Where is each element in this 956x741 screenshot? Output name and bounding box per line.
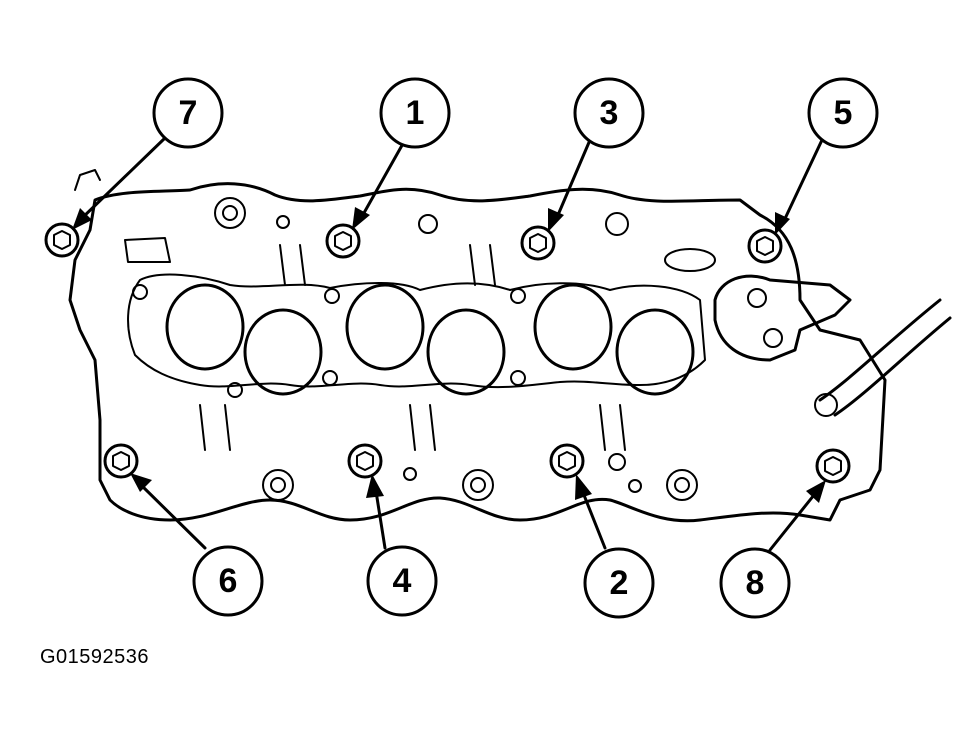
arrowhead-4: [366, 474, 384, 498]
arrowhead-2: [575, 474, 592, 500]
vacuum-hose: [818, 298, 952, 417]
upper-boss: [214, 197, 246, 229]
bolt-8: [815, 448, 851, 484]
flange-hole: [510, 288, 526, 304]
callout-label: 5: [834, 94, 853, 132]
flange-hole: [227, 382, 243, 398]
callout-1: 1: [379, 77, 451, 149]
upper-boss: [605, 212, 629, 236]
sensor-screw: [747, 288, 767, 308]
flange-hole: [322, 370, 338, 386]
bracket-hook: [74, 169, 101, 191]
bolt-2: [549, 443, 585, 479]
callout-4: 4: [366, 545, 438, 617]
bolt-4: [347, 443, 383, 479]
lower-boss-screw: [270, 477, 286, 493]
flange-hole: [132, 284, 148, 300]
upper-dowel: [276, 215, 290, 229]
lower-dowel: [403, 467, 417, 481]
lower-boss-small: [608, 453, 626, 471]
callout-6: 6: [192, 545, 264, 617]
lower-boss: [666, 469, 698, 501]
flange-hole: [324, 288, 340, 304]
callout-7: 7: [152, 77, 224, 149]
hose-fitting: [814, 393, 838, 417]
left-bracket: [124, 237, 171, 263]
mounting-slot: [664, 248, 716, 272]
intake-port-5: [533, 283, 613, 371]
callout-2: 2: [583, 547, 655, 619]
callout-3: 3: [573, 77, 645, 149]
arrowhead-6: [130, 473, 152, 492]
lower-boss-screw: [674, 477, 690, 493]
bolts: [44, 222, 851, 484]
leader-3: [553, 138, 592, 224]
leader-7: [78, 136, 167, 222]
leader-1: [358, 138, 407, 222]
bolt-1: [325, 223, 361, 259]
intake-port-1: [165, 283, 245, 371]
arrowhead-1: [352, 207, 370, 230]
intake-port-2: [243, 308, 323, 396]
figure-id: G01592536: [40, 646, 150, 668]
intake-port-6: [615, 308, 695, 396]
callouts: 7 1 3 5 6 4 2 8: [152, 77, 879, 619]
bolt-7: [44, 222, 80, 258]
arrowhead-7: [72, 208, 92, 230]
flange-hole: [510, 370, 526, 386]
bolt-3: [520, 225, 556, 261]
callout-label: 4: [393, 562, 412, 600]
upper-boss: [418, 214, 438, 234]
runner-ribs: [279, 244, 496, 286]
lower-boss: [262, 469, 294, 501]
lower-boss-screw: [470, 477, 486, 493]
sensor-housing: [713, 274, 852, 362]
runner-ribs-lower: [199, 404, 626, 451]
sensor-screw: [763, 328, 783, 348]
arrowhead-3: [548, 208, 564, 232]
bolt-5: [747, 228, 783, 264]
manifold-flange-outline: [127, 273, 706, 389]
manifold-outer-outline: [68, 182, 887, 523]
leader-8: [768, 488, 820, 552]
intake-manifold-drawing: [68, 169, 952, 523]
upper-boss-screw: [222, 205, 238, 221]
callout-label: 8: [746, 564, 765, 602]
lower-boss: [462, 469, 494, 501]
bolt-6: [103, 443, 139, 479]
arrowhead-5: [775, 212, 790, 235]
arrowhead-8: [806, 480, 826, 503]
leader-lines: [72, 136, 826, 552]
callout-label: 3: [600, 94, 619, 132]
leader-5: [780, 138, 824, 227]
callout-label: 1: [406, 94, 425, 132]
intake-port-4: [426, 308, 506, 396]
lower-dowel: [628, 479, 642, 493]
callout-label: 7: [179, 94, 198, 132]
intake-port-3: [345, 283, 425, 371]
callout-label: 2: [610, 564, 629, 602]
callout-5: 5: [807, 77, 879, 149]
callout-8: 8: [719, 547, 791, 619]
callout-label: 6: [219, 562, 238, 600]
leader-6: [136, 480, 207, 550]
